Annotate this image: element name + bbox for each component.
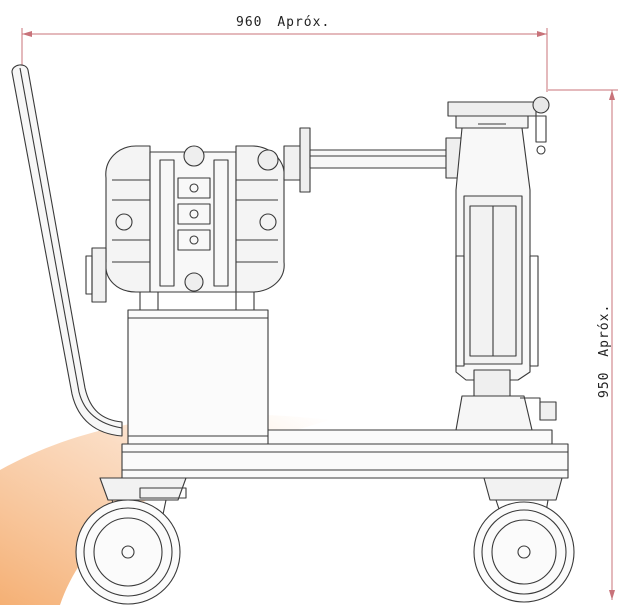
filter-housing	[447, 96, 557, 431]
width-dimension-value: 960	[236, 15, 262, 30]
width-arrow-left	[22, 31, 32, 37]
transfer-pipe	[283, 127, 469, 193]
height-arrow-bottom	[609, 590, 615, 600]
width-dimension-note: Apróx.	[277, 15, 330, 30]
svg-text:950 Apróx.: 950 Apróx.	[597, 304, 612, 398]
diaphragm-pump	[85, 145, 285, 311]
push-handle	[11, 64, 123, 437]
height-dimension-note: Apróx.	[597, 304, 612, 357]
height-dimension: 950 Apróx.	[548, 89, 618, 600]
height-dimension-value: 950	[597, 372, 612, 398]
height-arrow-top	[609, 90, 615, 100]
front-caster-wheel	[75, 477, 187, 605]
pump-support-box	[127, 309, 269, 445]
machine	[11, 64, 575, 605]
svg-text:960 Apróx.: 960 Apróx.	[236, 15, 330, 30]
width-arrow-right	[537, 31, 547, 37]
rear-caster-wheel	[473, 477, 575, 603]
width-dimension: 960 Apróx.	[21, 15, 548, 92]
